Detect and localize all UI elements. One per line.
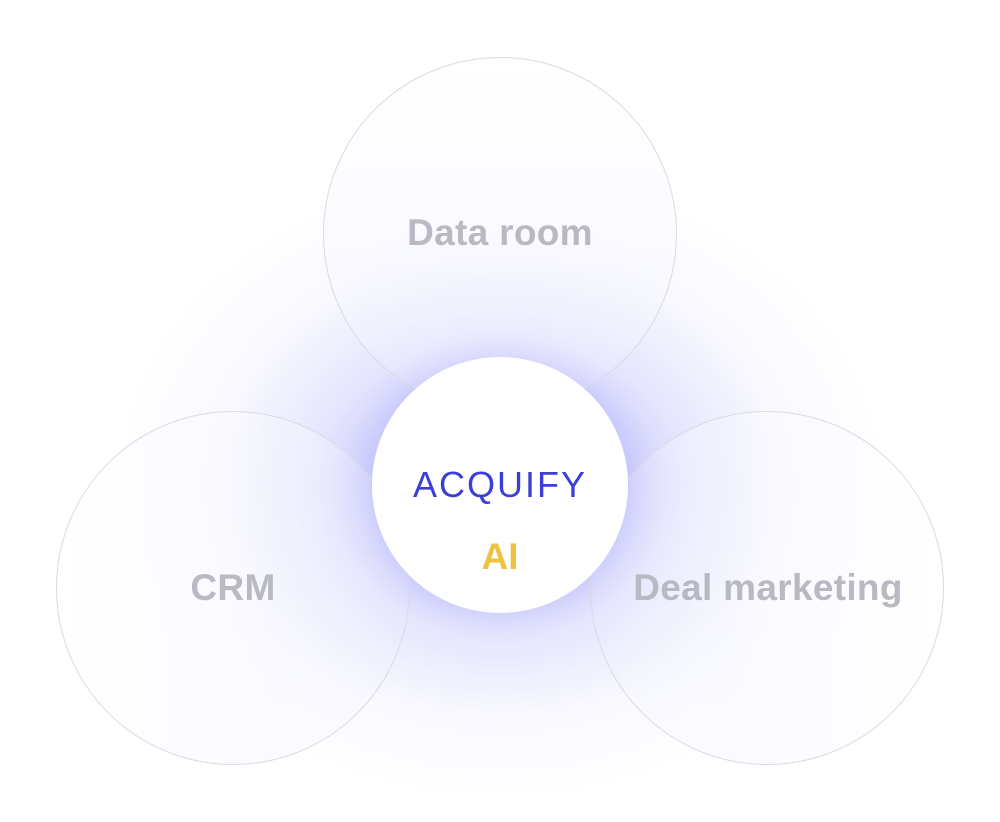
circle-data-room: Data room — [323, 57, 677, 411]
center-hub: ACQUIFY AI — [372, 357, 628, 613]
circle-crm: CRM — [56, 411, 410, 765]
circle-label-data-room: Data room — [407, 212, 593, 253]
ai-tag: AI — [481, 536, 519, 577]
brand-logo: ACQUIFY — [412, 464, 587, 505]
circle-deal-marketing: Deal marketing — [590, 411, 944, 765]
circle-label-crm: CRM — [190, 567, 276, 608]
circle-label-deal-marketing: Deal marketing — [633, 567, 903, 608]
